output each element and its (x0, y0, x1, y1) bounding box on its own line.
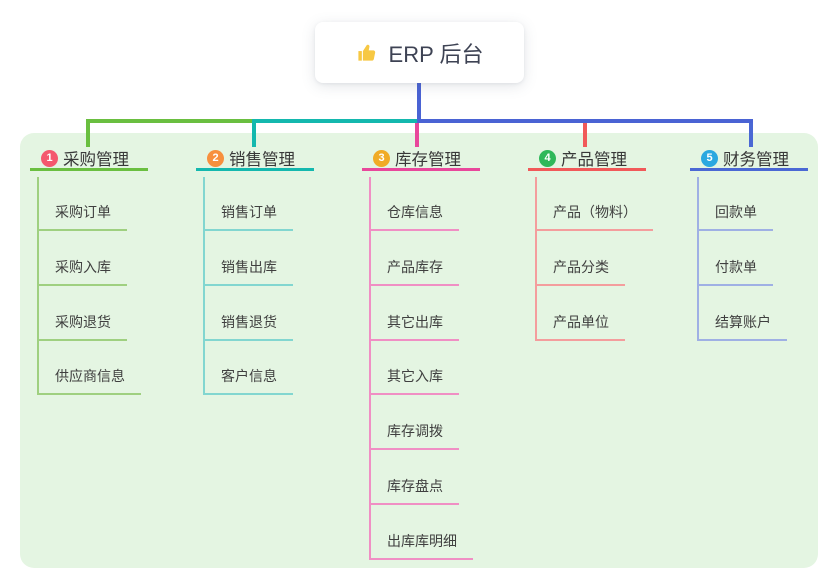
children-connector-line (535, 177, 537, 341)
bus-drop-line (415, 119, 419, 147)
root-connector-line (417, 83, 421, 123)
child-node[interactable]: 供应商信息 (37, 366, 141, 395)
root-title: ERP 后台 (388, 41, 484, 67)
branch-node-5[interactable]: 5 财务管理 (690, 148, 808, 171)
bus-line (252, 119, 419, 123)
child-label: 供应商信息 (55, 368, 125, 384)
branches-panel (20, 133, 818, 568)
child-node[interactable]: 出库库明细 (369, 531, 473, 560)
child-node[interactable]: 库存调拨 (369, 421, 459, 450)
child-label: 仓库信息 (387, 204, 443, 220)
branch-node-1[interactable]: 1 采购管理 (30, 148, 148, 171)
root-node[interactable]: ERP 后台 (315, 22, 524, 83)
child-label: 销售订单 (221, 204, 277, 220)
child-node[interactable]: 回款单 (697, 202, 773, 231)
child-node[interactable]: 其它入库 (369, 366, 459, 395)
child-node[interactable]: 销售出库 (203, 257, 293, 286)
child-label: 库存调拨 (387, 423, 443, 439)
child-label: 销售出库 (221, 259, 277, 275)
child-node[interactable]: 付款单 (697, 257, 773, 286)
child-label: 产品单位 (553, 314, 609, 330)
child-node[interactable]: 结算账户 (697, 312, 787, 341)
bus-drop-line (749, 119, 753, 147)
branch-label: 财务管理 (723, 151, 789, 169)
branch-label: 采购管理 (63, 151, 129, 169)
branch-number-badge: 1 (41, 149, 58, 167)
child-label: 库存盘点 (387, 478, 443, 494)
children-connector-line (697, 177, 699, 341)
bus-line (417, 119, 753, 123)
child-label: 付款单 (715, 259, 757, 275)
child-label: 回款单 (715, 204, 757, 220)
branch-number-badge: 5 (701, 149, 718, 167)
child-node[interactable]: 客户信息 (203, 366, 293, 395)
child-label: 出库库明细 (387, 533, 457, 549)
child-node[interactable]: 产品库存 (369, 257, 459, 286)
child-node[interactable]: 采购退货 (37, 312, 127, 341)
child-node[interactable]: 采购订单 (37, 202, 127, 231)
child-label: 产品库存 (387, 259, 443, 275)
child-label: 其它出库 (387, 314, 443, 330)
child-label: 采购入库 (55, 259, 111, 275)
child-node[interactable]: 采购入库 (37, 257, 127, 286)
branch-label: 库存管理 (395, 151, 461, 169)
child-node[interactable]: 产品（物料） (535, 202, 653, 231)
bus-drop-line (86, 119, 90, 147)
child-label: 产品（物料） (553, 204, 637, 220)
children-connector-line (37, 177, 39, 395)
branch-label: 销售管理 (229, 151, 295, 169)
branch-node-4[interactable]: 4 产品管理 (528, 148, 646, 171)
child-node[interactable]: 其它出库 (369, 312, 459, 341)
child-label: 采购订单 (55, 204, 111, 220)
bus-drop-line (252, 119, 256, 147)
children-connector-line (369, 177, 371, 560)
child-label: 其它入库 (387, 368, 443, 384)
thumbs-up-icon (356, 41, 379, 64)
branch-number-badge: 4 (539, 149, 556, 167)
branch-node-3[interactable]: 3 库存管理 (362, 148, 480, 171)
child-label: 结算账户 (715, 314, 771, 330)
child-node[interactable]: 销售订单 (203, 202, 293, 231)
child-node[interactable]: 销售退货 (203, 312, 293, 341)
child-label: 客户信息 (221, 368, 277, 384)
branch-node-2[interactable]: 2 销售管理 (196, 148, 314, 171)
bus-line (86, 119, 254, 123)
child-node[interactable]: 产品单位 (535, 312, 625, 341)
child-label: 采购退货 (55, 314, 111, 330)
branch-label: 产品管理 (561, 151, 627, 169)
child-node[interactable]: 库存盘点 (369, 476, 459, 505)
child-label: 产品分类 (553, 259, 609, 275)
child-node[interactable]: 仓库信息 (369, 202, 459, 231)
child-label: 销售退货 (221, 314, 277, 330)
bus-drop-line (583, 119, 587, 147)
branch-number-badge: 3 (373, 149, 390, 167)
child-node[interactable]: 产品分类 (535, 257, 625, 286)
children-connector-line (203, 177, 205, 395)
branch-number-badge: 2 (207, 149, 224, 167)
